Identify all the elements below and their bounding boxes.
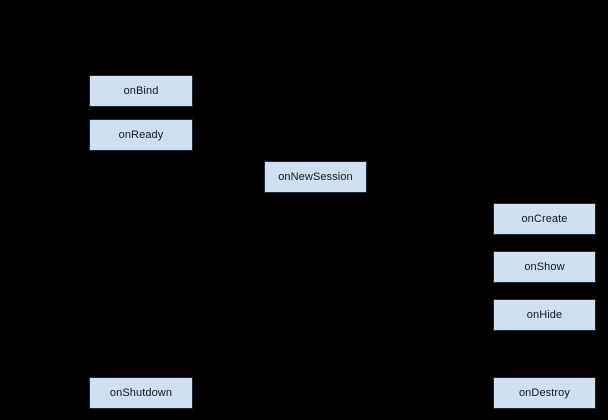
node-onHide-label: onHide [526, 308, 563, 321]
node-onDestroy[interactable]: onDestroy [493, 377, 596, 409]
node-onReady-label: onReady [118, 128, 164, 141]
node-onCreate[interactable]: onCreate [493, 203, 596, 235]
node-onShow-label: onShow [524, 260, 565, 273]
node-onDestroy-label: onDestroy [518, 386, 571, 399]
node-onReady[interactable]: onReady [89, 119, 193, 151]
node-onShutdown[interactable]: onShutdown [89, 377, 193, 409]
node-onCreate-label: onCreate [521, 212, 568, 225]
node-onShutdown-label: onShutdown [109, 386, 173, 399]
node-onNewSession[interactable]: onNewSession [264, 161, 367, 193]
node-onNewSession-label: onNewSession [278, 170, 353, 183]
node-onBind-label: onBind [123, 84, 159, 97]
node-onBind[interactable]: onBind [89, 75, 193, 107]
node-onHide[interactable]: onHide [493, 299, 596, 331]
node-onShow[interactable]: onShow [493, 251, 596, 283]
